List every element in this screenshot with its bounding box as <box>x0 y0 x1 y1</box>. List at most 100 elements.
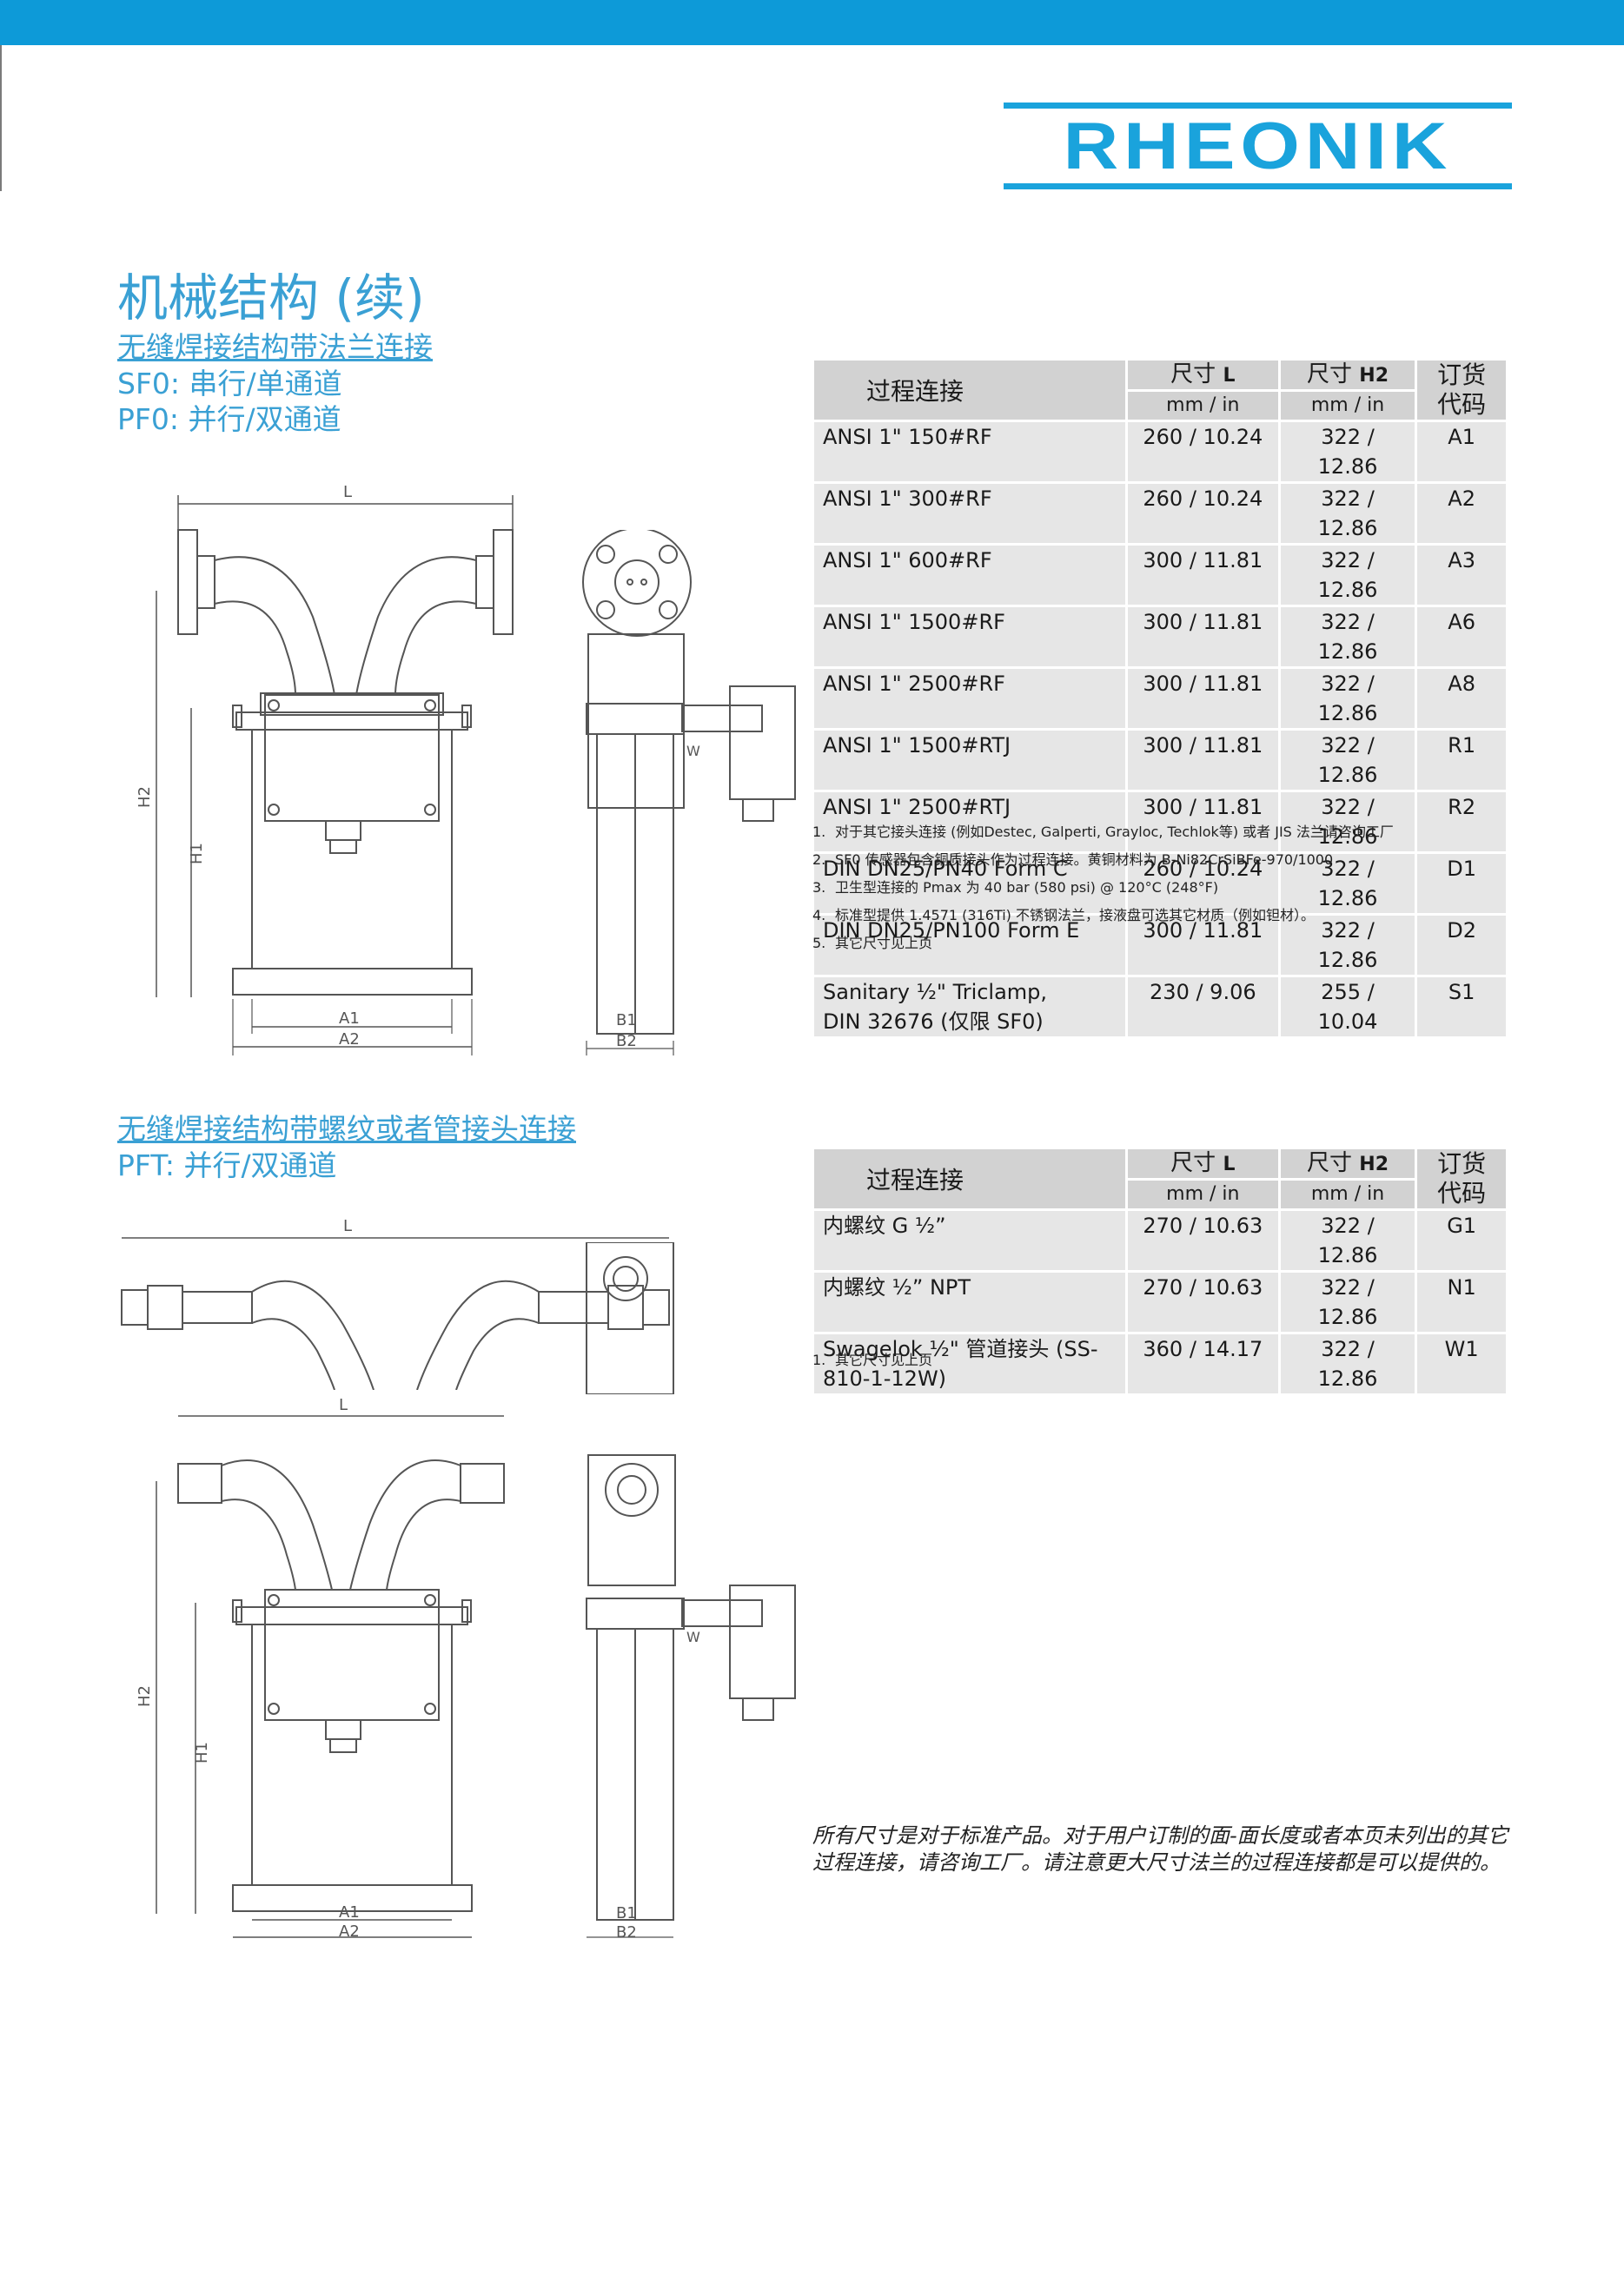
dim-label-a2: A2 <box>339 1922 360 1941</box>
cell-size-h2: 322 / 12.86 <box>1280 854 1415 913</box>
cell-size-l: 260 / 10.24 <box>1127 422 1278 481</box>
dim-label-h1: H1 <box>188 843 206 864</box>
cell-order-code: R1 <box>1417 731 1506 790</box>
flanged-meter-front-drawing: L A1 A2 H2 H1 <box>136 483 514 1055</box>
section2-notes: 1.其它尺寸见上页 <box>812 1347 932 1374</box>
cell-connection: ANSI 1" 1500#RTJ <box>814 731 1125 790</box>
cell-size-h2: 322 / 12.86 <box>1280 669 1415 728</box>
cell-connection: ANSI 1" 600#RF <box>814 546 1125 605</box>
cell-size-h2: 322 / 12.86 <box>1280 731 1415 790</box>
cell-size-l: 300 / 11.81 <box>1127 669 1278 728</box>
cell-order-code: G1 <box>1417 1211 1506 1270</box>
header-size-h2: 尺寸 H2 <box>1280 361 1415 390</box>
header-mm-in: mm / in <box>1127 392 1278 420</box>
cell-order-code: W1 <box>1417 1334 1506 1393</box>
cell-connection: 内螺纹 G ½” <box>814 1211 1125 1270</box>
cell-order-code: A1 <box>1417 422 1506 481</box>
dim-label-b2: B2 <box>616 1032 637 1050</box>
cell-order-code: R2 <box>1417 792 1506 851</box>
cell-order-code: A8 <box>1417 669 1506 728</box>
cell-connection: ANSI 1" 2500#RTJ <box>814 792 1125 851</box>
cell-order-code: A3 <box>1417 546 1506 605</box>
cell-connection: Swagelok ½" 管道接头 (SS-810-1-12W) <box>814 1334 1125 1393</box>
logo-wordmark: RHEONIK <box>1063 109 1453 183</box>
cell-connection: 内螺纹 ½” NPT <box>814 1273 1125 1332</box>
cell-order-code: A6 <box>1417 607 1506 666</box>
dim-label-a1: A1 <box>339 1903 360 1922</box>
header-mm-in: mm / in <box>1280 1181 1415 1208</box>
threaded-top-view-drawing: L <box>121 1217 670 1390</box>
cell-size-h2: 322 / 12.86 <box>1280 607 1415 666</box>
header-mm-in: mm / in <box>1127 1181 1278 1208</box>
cell-connection: DIN DN25/PN100 Form E <box>814 916 1125 975</box>
cell-order-code: S1 <box>1417 977 1506 1036</box>
threaded-side-top-drawing <box>586 1242 674 1394</box>
cell-size-h2: 322 / 12.86 <box>1280 546 1415 605</box>
header-size-l: 尺寸 L <box>1127 1149 1278 1179</box>
top-accent-bar <box>0 0 1624 45</box>
header-order-code: 订货代码 <box>1417 1149 1506 1208</box>
dim-label-b1: B1 <box>616 1904 637 1922</box>
cell-connection: ANSI 1" 150#RF <box>814 422 1125 481</box>
header-size-h2: 尺寸 H2 <box>1280 1149 1415 1179</box>
footer-note: 所有尺寸是对于标准产品。对于用户订制的面-面长度或者本页未列出的其它过程连接，请… <box>812 1823 1508 1875</box>
cell-connection: ANSI 1" 300#RF <box>814 484 1125 543</box>
header-order-code: 订货代码 <box>1417 361 1506 420</box>
dim-label-l: L <box>343 483 352 501</box>
cell-size-l: 260 / 10.24 <box>1127 484 1278 543</box>
threaded-meter-side-drawing: W B1 B2 <box>586 1454 796 1942</box>
cell-size-h2: 322 / 12.86 <box>1280 792 1415 851</box>
cell-size-l: 300 / 11.81 <box>1127 916 1278 975</box>
cell-order-code: A2 <box>1417 484 1506 543</box>
threaded-meter-front-drawing: L A1 A2 H2 H1 <box>136 1396 505 1941</box>
cell-size-h2: 255 / 10.04 <box>1280 977 1415 1036</box>
cell-order-code: D1 <box>1417 854 1506 913</box>
note-item: 2.SF0 传感器包含铜质接头作为过程连接。黄铜材料为 B-Ni82CrSiBF… <box>812 851 1334 868</box>
cell-connection: ANSI 1" 1500#RF <box>814 607 1125 666</box>
section1-link[interactable]: 无缝焊接结构带法兰连接 <box>117 330 433 364</box>
cell-connection: Sanitary ½" Triclamp,DIN 32676 (仅限 SF0) <box>814 977 1125 1036</box>
section2-link[interactable]: 无缝焊接结构带螺纹或者管接头连接 <box>117 1112 576 1146</box>
cell-size-h2: 322 / 12.86 <box>1280 1273 1415 1332</box>
header-connection: 过程连接 <box>814 361 1125 420</box>
dim-label-h1: H1 <box>193 1742 211 1763</box>
note-item: 5.其它尺寸见上页 <box>812 935 933 951</box>
cell-size-l: 300 / 11.81 <box>1127 792 1278 851</box>
table-row: Swagelok ½" 管道接头 (SS-810-1-12W)360 / 14.… <box>814 1334 1506 1393</box>
rheonik-logo: RHEONIK <box>1004 103 1512 189</box>
section1-line-pf0: PF0: 并行/双通道 <box>117 402 341 436</box>
cell-size-l: 360 / 14.17 <box>1127 1334 1278 1393</box>
cell-size-h2: 322 / 12.86 <box>1280 1334 1415 1393</box>
header-size-l: 尺寸 L <box>1127 361 1278 390</box>
cell-size-l: 300 / 11.81 <box>1127 546 1278 605</box>
cell-size-l: 260 / 10.24 <box>1127 854 1278 913</box>
dim-label-a1: A1 <box>339 1009 360 1028</box>
cell-size-h2: 322 / 12.86 <box>1280 484 1415 543</box>
note-item: 1.对于其它接头连接 (例如Destec, Galperti, Grayloc,… <box>812 824 1394 840</box>
cell-size-h2: 322 / 12.86 <box>1280 422 1415 481</box>
cell-connection: DIN DN25/PN40 Form C <box>814 854 1125 913</box>
cell-connection: ANSI 1" 2500#RF <box>814 669 1125 728</box>
page-edge-line <box>0 45 2 191</box>
page-title: 机械结构 (续) <box>117 268 425 328</box>
note-item: 3.卫生型连接的 Pmax 为 40 bar (580 psi) @ 120°C… <box>812 879 1219 896</box>
section1-notes: 1.对于其它接头连接 (例如Destec, Galperti, Grayloc,… <box>812 818 1394 957</box>
cell-size-h2: 322 / 12.86 <box>1280 916 1415 975</box>
dim-label-w: W <box>686 1629 700 1645</box>
cell-size-l: 230 / 9.06 <box>1127 977 1278 1036</box>
section1-line-sf0: SF0: 串行/单通道 <box>117 367 342 400</box>
dim-label-b2: B2 <box>616 1923 637 1942</box>
cell-size-h2: 322 / 12.86 <box>1280 1211 1415 1270</box>
dim-label-b1: B1 <box>616 1011 637 1029</box>
cell-order-code: D2 <box>1417 916 1506 975</box>
cell-size-l: 300 / 11.81 <box>1127 731 1278 790</box>
dim-label-l: L <box>343 1217 352 1235</box>
